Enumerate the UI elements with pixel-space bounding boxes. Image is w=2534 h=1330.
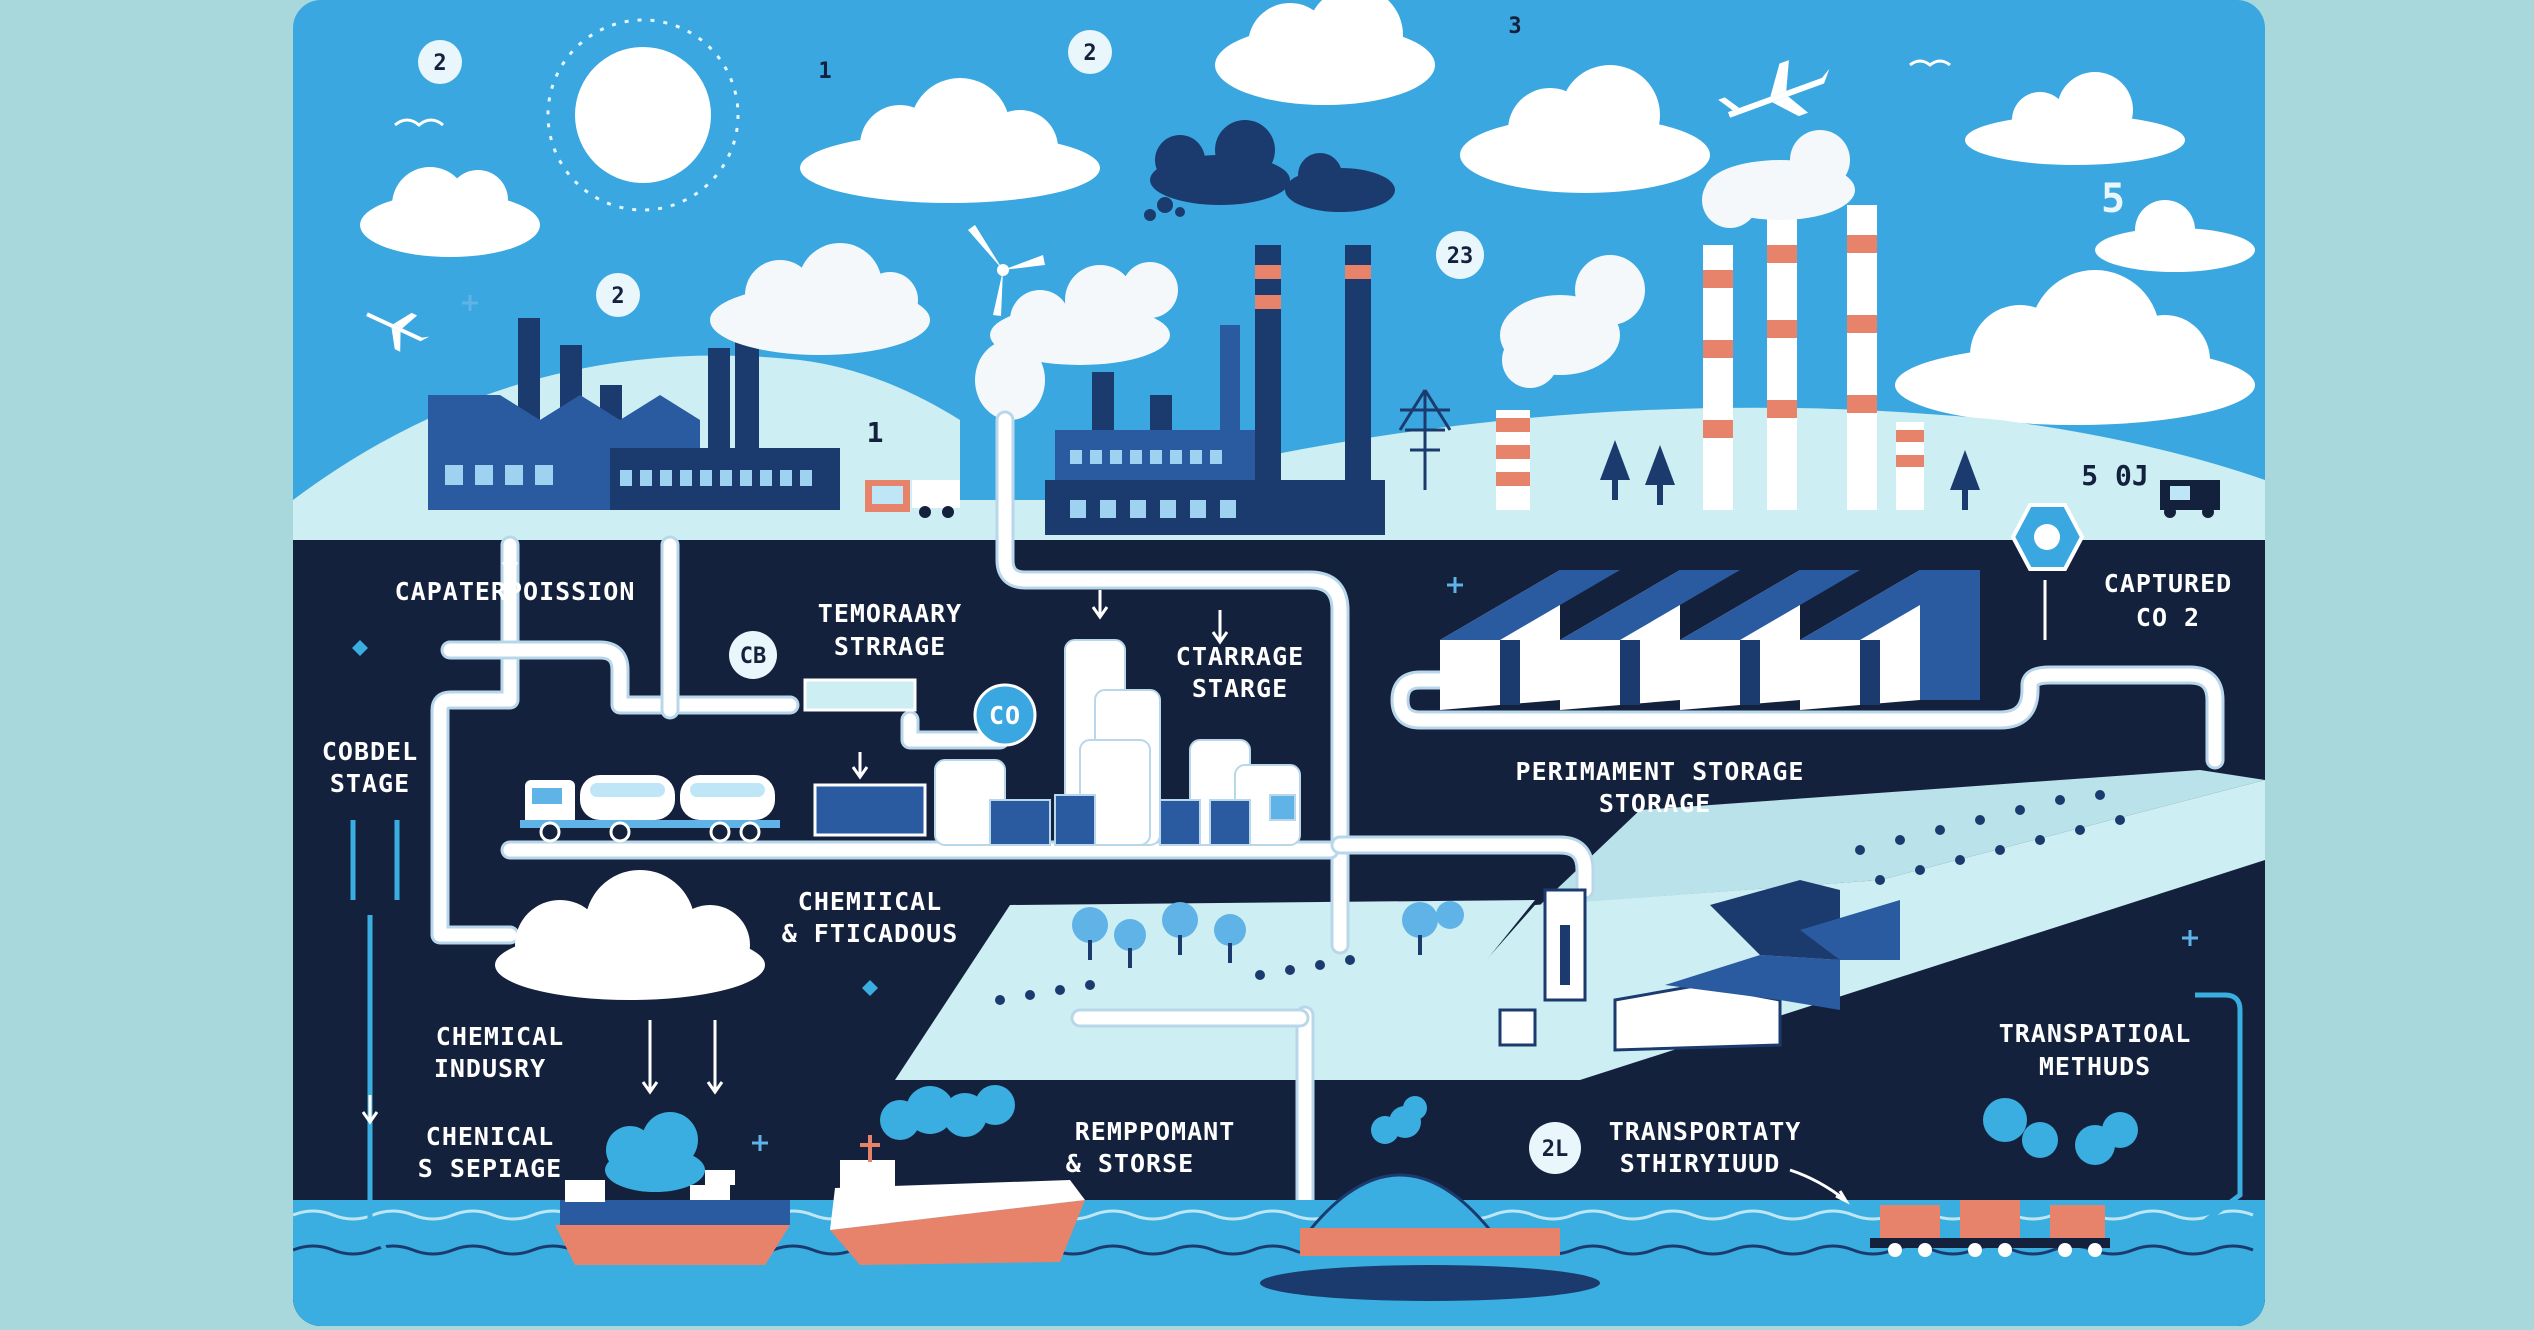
processing-plant bbox=[1498, 880, 1900, 1052]
svg-text:1: 1 bbox=[818, 59, 831, 84]
cloud-icon bbox=[1965, 72, 2185, 165]
warehouse-icon bbox=[1440, 570, 1980, 710]
smoke bbox=[1983, 1098, 2138, 1165]
sky-number: 5 0J bbox=[2081, 459, 2148, 492]
container bbox=[803, 678, 917, 712]
cloud-icon bbox=[605, 1112, 705, 1192]
land-parcel bbox=[895, 900, 1535, 1080]
label-capture-position: CAPATERPOISSION bbox=[395, 577, 636, 606]
svg-text:2: 2 bbox=[433, 51, 446, 76]
cloud-icon bbox=[1460, 65, 1710, 193]
label-cobdel-stage: STAGE bbox=[330, 769, 410, 798]
airplane-icon bbox=[1718, 60, 1830, 118]
label-captured-co2: CAPTURED bbox=[2104, 569, 2232, 598]
label-temporary-storage: TEMORAARY bbox=[818, 599, 962, 628]
label-permanent-storage: STORAGE bbox=[1599, 789, 1711, 818]
cloud-icon bbox=[1215, 0, 1435, 105]
label-chemical-industry: CHEMICAL bbox=[436, 1022, 564, 1051]
number-badge: 2 bbox=[1068, 30, 1112, 74]
gauge-icon bbox=[350, 820, 400, 1252]
chimney-icon bbox=[1496, 205, 1924, 510]
label-transportaty: TRANSPORTATY bbox=[1609, 1117, 1802, 1146]
label-chemical-storage: S SEPIAGE bbox=[418, 1154, 562, 1183]
cloud-icon bbox=[495, 870, 765, 1000]
diamond-icon bbox=[352, 640, 878, 996]
bird-icon bbox=[394, 118, 444, 127]
tanker-truck-icon bbox=[520, 775, 780, 843]
container bbox=[813, 783, 927, 837]
sun-icon bbox=[546, 18, 740, 212]
label-permanent-storage: PERIMAMENT STORAGE bbox=[1516, 757, 1805, 786]
label-chemical-storage: CHENICAL bbox=[426, 1122, 554, 1151]
svg-text:2: 2 bbox=[1083, 41, 1096, 66]
number-badge: CB bbox=[729, 631, 777, 679]
truck-icon bbox=[865, 480, 960, 518]
smoke bbox=[1500, 130, 1855, 388]
number-badge: 2 bbox=[596, 273, 640, 317]
pine-tree-icon bbox=[1398, 389, 1452, 490]
flow-arrows bbox=[361, 545, 1850, 1205]
smoke bbox=[710, 243, 930, 355]
wind-turbine-icon bbox=[968, 225, 1045, 316]
hexagon-sign-icon bbox=[2010, 503, 2085, 640]
label-chemical-industry: INDUSRY bbox=[434, 1054, 546, 1083]
label-ctarrage: CTARRAGE bbox=[1176, 642, 1304, 671]
sky-number: 1 bbox=[867, 416, 884, 449]
svg-text:2: 2 bbox=[611, 284, 624, 309]
tree-rows bbox=[995, 790, 2125, 1005]
cloud-icon bbox=[800, 78, 1100, 203]
ship-icon bbox=[555, 1170, 790, 1265]
cloud-icon bbox=[2095, 200, 2255, 272]
smoke bbox=[1371, 1096, 1427, 1144]
number-badge: 2 bbox=[418, 40, 462, 84]
pipe-outline bbox=[2195, 992, 2243, 1227]
airplane-icon bbox=[366, 312, 430, 352]
label-transpational-methods: TRANSPATIOAL bbox=[1999, 1019, 2192, 1048]
label-chemical-efficacious: & FTICADOUS bbox=[782, 919, 959, 948]
label-transportaty: STHIRYIUUD bbox=[1620, 1149, 1781, 1178]
label-co-tank: CO bbox=[989, 701, 1021, 730]
label-cobdel-stage: COBDEL bbox=[322, 737, 418, 766]
number-badge: 23 bbox=[1436, 231, 1484, 279]
label-remponant-storse: REMPPOMANT bbox=[1075, 1117, 1236, 1146]
cloud-icon bbox=[1895, 270, 2255, 425]
label-chemical-efficacious: CHEMIICAL bbox=[798, 887, 942, 916]
smoke bbox=[975, 262, 1178, 420]
cloud-icon bbox=[360, 167, 540, 257]
truck-icon bbox=[2160, 480, 2220, 518]
factory-icon bbox=[1045, 245, 1385, 535]
label-ctarrage: STARGE bbox=[1192, 674, 1288, 703]
svg-text:2L: 2L bbox=[1542, 1137, 1569, 1162]
diagram-panel: 2 1 2 3 2 23 CB 2L 1 bbox=[293, 0, 2265, 1326]
label-captured-co2: CO 2 bbox=[2136, 603, 2200, 632]
sky-number: 5 bbox=[2101, 176, 2125, 222]
factory-icon bbox=[428, 318, 840, 510]
number-badge: 2L bbox=[1529, 1122, 1581, 1174]
svg-text:CB: CB bbox=[740, 644, 767, 669]
dome-icon bbox=[1260, 1173, 1600, 1301]
sparkle-icon bbox=[462, 295, 2198, 1151]
tree-cluster bbox=[1072, 901, 1464, 968]
label-temporary-storage: STRRAGE bbox=[834, 632, 946, 661]
pine-tree-icon bbox=[1600, 440, 1980, 510]
smoke bbox=[880, 1085, 1015, 1140]
number-badge: 1 bbox=[803, 48, 847, 92]
number-badge: 3 bbox=[1493, 3, 1537, 47]
ship-icon bbox=[830, 1135, 1085, 1265]
storage-tank-icon bbox=[934, 639, 1301, 846]
truck-icon bbox=[1870, 1200, 2110, 1257]
bird-icon bbox=[1909, 59, 1951, 67]
label-transpational-methods: METHUDS bbox=[2039, 1052, 2151, 1081]
pipe-network bbox=[430, 410, 2225, 1210]
svg-text:3: 3 bbox=[1508, 14, 1521, 39]
smoke bbox=[1144, 120, 1395, 221]
svg-text:23: 23 bbox=[1447, 244, 1474, 269]
label-remponant-storse: & STORSE bbox=[1066, 1149, 1194, 1178]
co-tank bbox=[973, 683, 1037, 747]
